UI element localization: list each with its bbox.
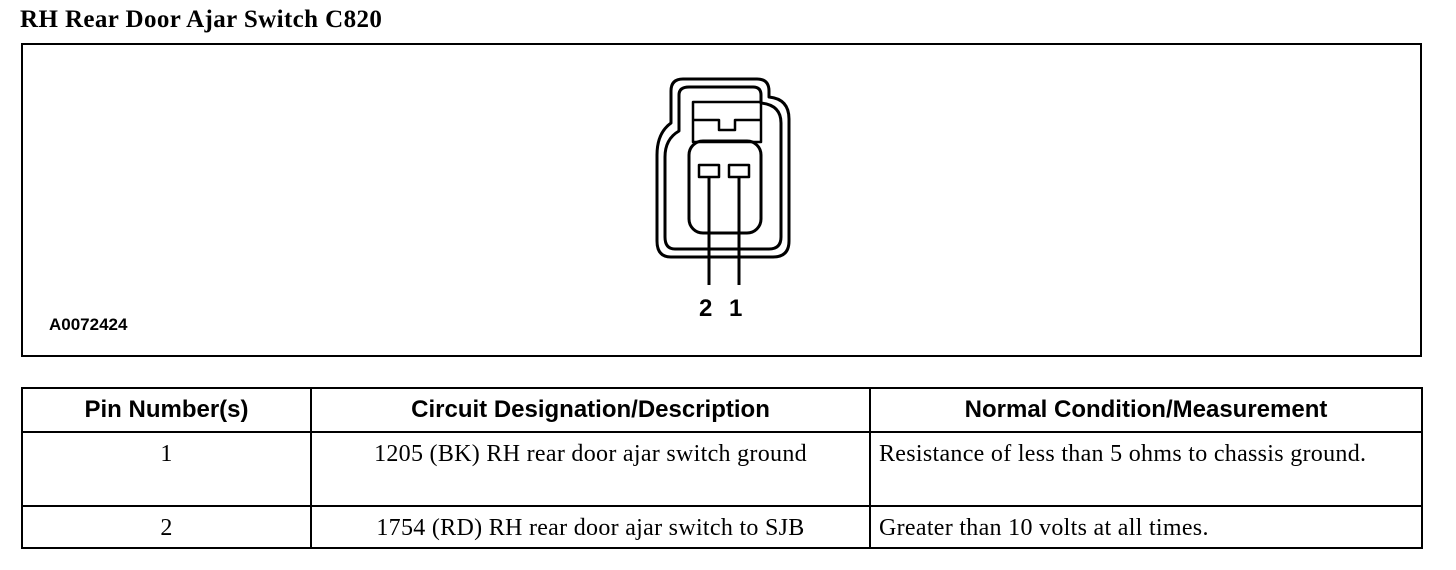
connector-figure: 2 1 A0072424 [21,43,1422,357]
cell-pin: 2 [21,505,312,549]
cell-condition: Greater than 10 volts at all times. [869,505,1423,549]
header-circuit: Circuit Designation/Description [310,387,871,433]
table-header-row: Pin Number(s) Circuit Designation/Descri… [21,387,1423,433]
cell-pin: 1 [21,431,312,507]
connector-diagram [655,77,791,285]
cell-circuit: 1205 (BK) RH rear door ajar switch groun… [310,431,871,507]
connector-housing-inner [663,85,783,251]
cell-circuit: 1754 (RD) RH rear door ajar switch to SJ… [310,505,871,549]
connector-latch-tab [693,118,761,132]
pin-1-terminal [727,163,751,179]
pin-label-1: 1 [729,295,743,322]
table-row: 1 1205 (BK) RH rear door ajar switch gro… [21,431,1423,507]
table-row: 2 1754 (RD) RH rear door ajar switch to … [21,505,1423,549]
pinout-table: Pin Number(s) Circuit Designation/Descri… [21,387,1423,549]
connector-latch [691,100,763,144]
pin-2-terminal [697,163,721,179]
header-pin-number: Pin Number(s) [21,387,312,433]
page-title: RH Rear Door Ajar Switch C820 [20,6,383,33]
connector-housing-outer [655,77,791,259]
cell-condition: Resistance of less than 5 ohms to chassi… [869,431,1423,507]
terminal-cavity [687,139,763,235]
figure-id: A0072424 [49,315,128,334]
header-condition: Normal Condition/Measurement [869,387,1423,433]
pin-label-2: 2 [699,295,713,322]
